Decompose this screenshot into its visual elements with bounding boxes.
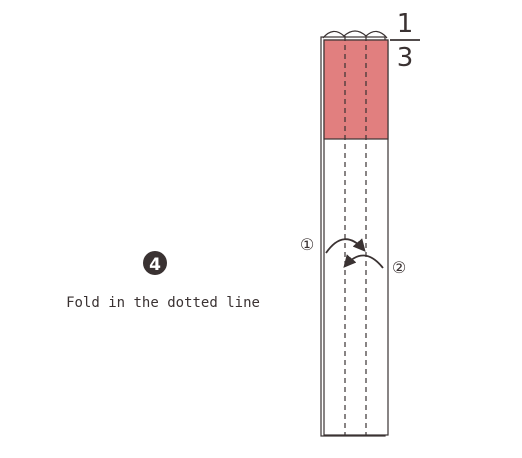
fold-arrow-1 (325, 238, 366, 254)
step-badge-circle (143, 251, 167, 275)
fold-step-1: ① (300, 235, 366, 254)
fraction-denominator: 3 (397, 43, 414, 73)
scalloped-top-edge (322, 30, 388, 39)
step-instruction: Fold in the dotted line (66, 295, 260, 311)
fold-marker-1: ① (300, 235, 314, 254)
step-badge: 4 (143, 251, 167, 275)
shaded-one-third-section (323, 39, 389, 140)
fold-step-2: ② (343, 254, 406, 277)
fraction-label: 1 3 (390, 9, 420, 73)
fraction-numerator: 1 (397, 9, 414, 39)
step-number: 4 (149, 255, 161, 275)
fold-marker-2: ② (392, 258, 406, 277)
fold-arrow-2 (343, 254, 384, 269)
